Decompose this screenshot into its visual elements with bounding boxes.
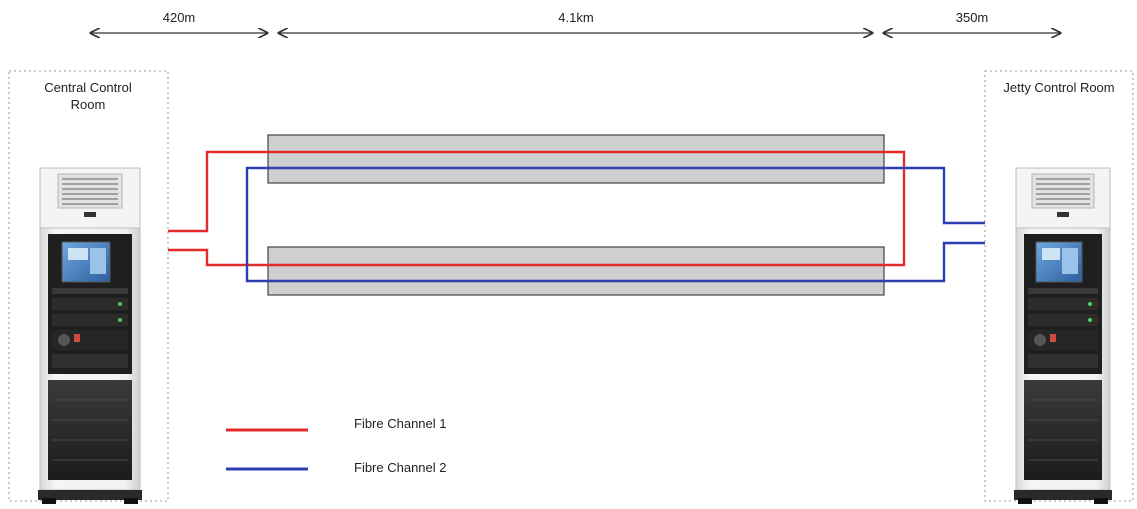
- conduit-lower: [267, 246, 885, 296]
- fibre-channel-2-route: [245, 166, 985, 283]
- conduit-upper: [267, 134, 885, 184]
- central-control-cabinet: [38, 167, 142, 504]
- dimension-arrows: 420m 4.1km 350m: [91, 10, 1060, 33]
- dimension-label-right: 350m: [956, 10, 989, 25]
- central-control-room-label-line1: Central Control: [44, 80, 132, 95]
- dimension-label-left: 420m: [163, 10, 196, 25]
- jetty-control-room-label: Jetty Control Room: [1003, 80, 1114, 95]
- jetty-control-room-boundary: [984, 70, 1134, 502]
- central-control-room-label-line2: Room: [71, 97, 106, 112]
- fibre-channel-1-route: [168, 150, 906, 267]
- legend-label-channel-1: Fibre Channel 1: [354, 416, 447, 431]
- dimension-label-middle: 4.1km: [558, 10, 593, 25]
- legend: Fibre Channel 1 Fibre Channel 2: [226, 416, 447, 475]
- jetty-control-cabinet: [1014, 167, 1112, 504]
- server-rack-cabinet-icon: [38, 167, 142, 504]
- legend-label-channel-2: Fibre Channel 2: [354, 460, 447, 475]
- server-rack-cabinet-icon: [1014, 167, 1112, 504]
